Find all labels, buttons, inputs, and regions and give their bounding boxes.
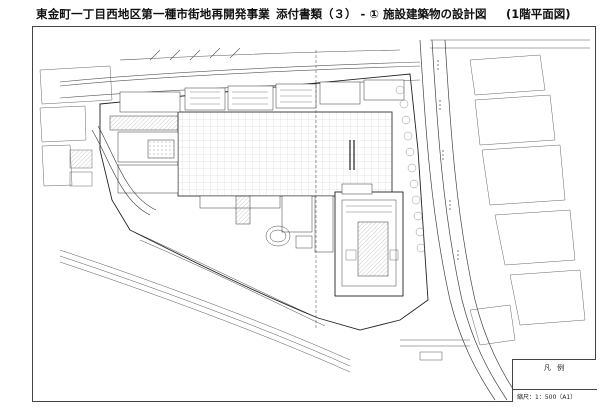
scale-label: 縮尺：1：500（A1） xyxy=(517,394,577,401)
document-label: 添付書類（３） - ① 施設建築物の設計図 xyxy=(276,7,487,21)
railway xyxy=(59,249,351,373)
legend-title: 凡 例 xyxy=(543,364,567,372)
right-road xyxy=(419,39,521,401)
left-parcels xyxy=(39,65,113,187)
top-stalls xyxy=(119,79,405,113)
drawing-frame xyxy=(32,26,596,402)
legend-box: 凡 例 縮尺：1：500（A1） xyxy=(512,359,597,402)
main-hall xyxy=(177,111,393,197)
header: 東金町一丁目西地区第一種市街地再開発事業 添付書類（３） - ① 施設建築物の設… xyxy=(0,0,600,28)
legend-divider xyxy=(513,389,597,390)
floor-label: (1階平面図) xyxy=(506,7,571,21)
lower-strip xyxy=(199,195,334,253)
right-parcels xyxy=(469,54,586,346)
project-title: 東金町一丁目西地区第一種市街地再開発事業 xyxy=(36,7,270,21)
green-belt xyxy=(395,85,426,253)
tower-core xyxy=(357,221,389,277)
plaza xyxy=(129,225,326,327)
left-wing xyxy=(109,115,179,194)
